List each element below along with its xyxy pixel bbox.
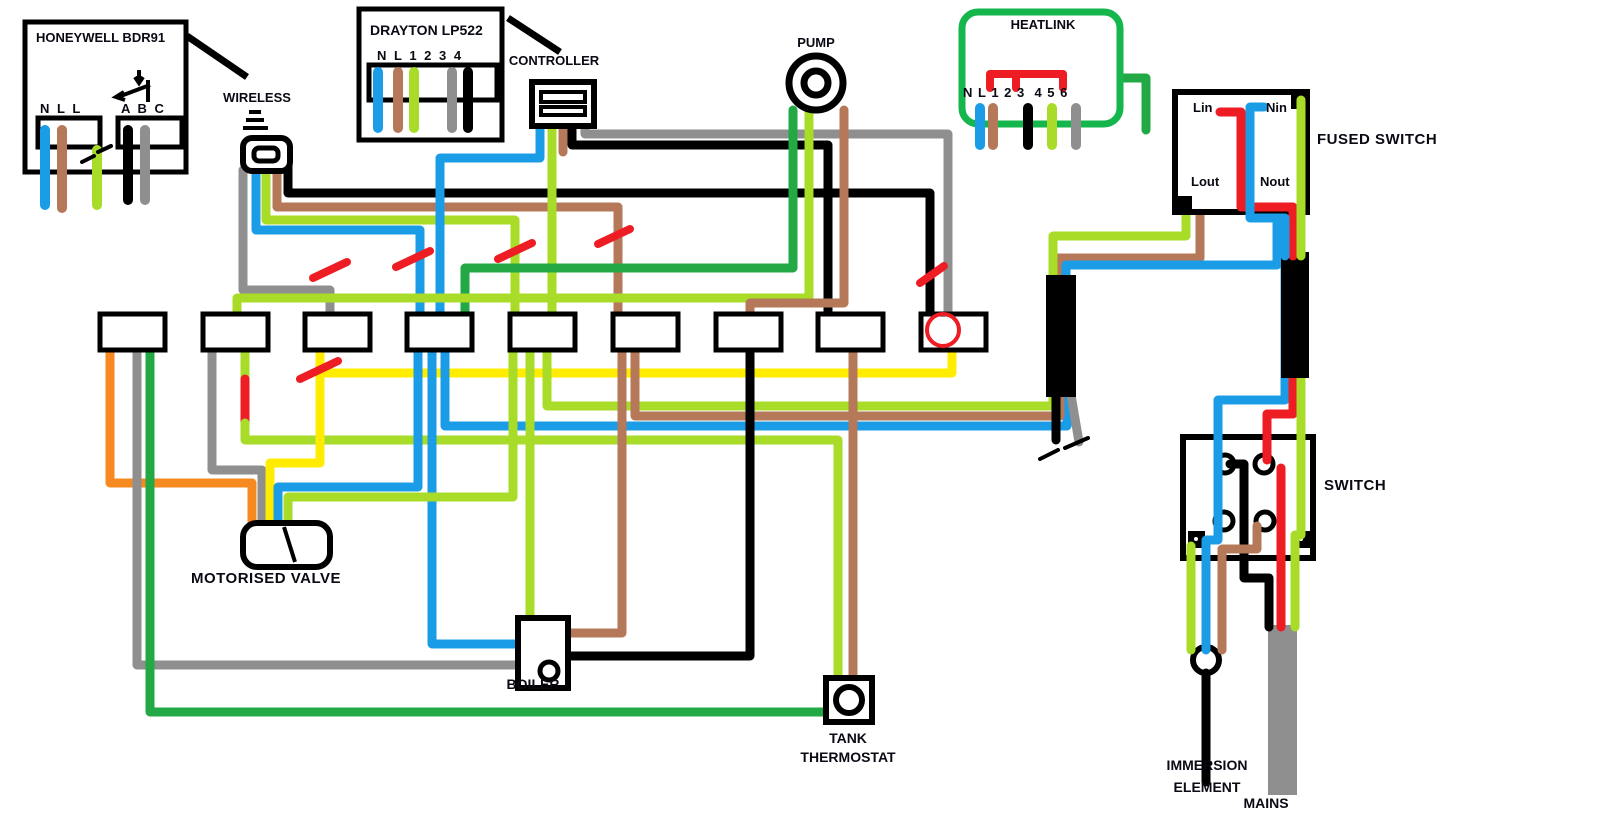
break-mark-honeywell-2	[96, 144, 113, 154]
wireless-blue-to-block4	[251, 165, 425, 327]
wireless-black-to-block9	[283, 161, 935, 327]
terminal-block-7	[713, 311, 784, 353]
cut-mark-5	[916, 262, 948, 287]
boiler-label: BOILER	[506, 676, 560, 692]
right-junction-bar	[1281, 252, 1309, 378]
block6-brown-to-boiler	[561, 337, 627, 638]
block7-black-to-boiler	[561, 337, 755, 661]
fused-lout-label: Lout	[1191, 174, 1220, 189]
fused-nout-label: Nout	[1260, 174, 1290, 189]
tank-thermostat-label-line2: THERMOSTAT	[800, 749, 896, 765]
fused-nin-blue	[1245, 102, 1290, 261]
motorised-valve-label: MOTORISED VALVE	[190, 570, 342, 587]
terminal-highlight	[925, 312, 961, 348]
fused-lin-red	[1215, 107, 1298, 261]
wireless-icon	[240, 110, 293, 174]
wires-back	[105, 73, 1306, 717]
block4-blue-to-boiler	[427, 337, 525, 649]
pump-earth-to-block2	[232, 105, 814, 327]
left-junction-bar	[1046, 275, 1076, 397]
tank-thermostat-label-line1: TANK	[829, 730, 867, 746]
heatlink-title: HEATLINK	[1010, 17, 1076, 32]
switch-label: SWITCH	[1324, 477, 1387, 494]
block2-grey-to-valve	[207, 337, 267, 535]
heatlink-red-jumper	[986, 70, 1067, 92]
cut-mark-3	[494, 239, 536, 263]
junction-grey-stub	[1066, 390, 1084, 447]
fused-corner-earth-to-junction	[1048, 208, 1191, 282]
immersion-label-line2: ELEMENT	[1173, 779, 1241, 795]
pump-icon	[785, 52, 847, 114]
cut-mark-6	[296, 357, 342, 383]
switch-earth-right-to-mains	[1290, 427, 1306, 632]
motorised-valve-icon	[240, 520, 333, 570]
block1-orange-to-valve	[105, 337, 257, 535]
terminal-strip	[97, 311, 989, 353]
immersion-label-line1: IMMERSION	[1166, 757, 1248, 773]
drayton-terminals: N L 1 2 3 4	[377, 48, 464, 63]
break-mark-junction-2	[1063, 436, 1090, 450]
rightbar-blue-to-switch	[1213, 250, 1290, 439]
block2-earth-bus-to-tankstat	[240, 418, 843, 685]
drayton-pointer-line	[506, 15, 562, 55]
honeywell-terminals-left: N L L	[40, 101, 83, 116]
terminal-block-1	[97, 311, 168, 353]
block1-green-to-tankstat	[145, 337, 833, 717]
controller-grey-to-block9	[580, 121, 953, 327]
terminal-block-4	[404, 311, 475, 353]
switch-black-to-mains	[1225, 459, 1274, 632]
mains-cable	[1268, 625, 1297, 795]
controller-blue-to-block4	[435, 121, 545, 327]
honeywell-title: HONEYWELL BDR91	[36, 30, 166, 45]
components	[22, 6, 1316, 795]
mains-label: MAINS	[1243, 795, 1289, 811]
block4-blue-bus-to-junction	[440, 337, 1072, 431]
pump-label: PUMP	[797, 35, 835, 50]
cut-mark-4	[594, 225, 634, 248]
block3-yellow-to-valve	[265, 337, 325, 535]
heatlink-terminals: N L 1 2 3 4 5 6	[963, 85, 1069, 100]
drayton-title: DRAYTON LP522	[370, 22, 483, 38]
terminal-block-2	[200, 311, 271, 353]
wires-front	[40, 67, 1306, 655]
heatlink-box	[958, 8, 1124, 128]
block4-blue-to-valve	[273, 337, 423, 535]
fused-switch-label: FUSED SWITCH	[1317, 131, 1438, 148]
wireless-label: WIRELESS	[223, 90, 291, 105]
controller-label: CONTROLLER	[508, 53, 600, 68]
switch-blue-in	[1201, 427, 1223, 655]
block5-earth-to-valve	[283, 337, 518, 535]
switch-brown-to-immersion	[1217, 521, 1262, 655]
fused-lin-label: Lin	[1193, 100, 1213, 115]
boiler-icon	[515, 615, 571, 691]
terminal-block-5	[507, 311, 578, 353]
heatlink-green-link	[1111, 73, 1151, 135]
honeywell-pointer-line	[185, 33, 249, 80]
relay-contact-icon	[111, 70, 151, 102]
fused-lout-brown-to-junction	[1053, 207, 1205, 282]
tank-thermostat-icon	[823, 675, 875, 725]
fused-nout-blue-to-junction	[1061, 187, 1282, 282]
terminal-block-8	[815, 311, 886, 353]
marks	[80, 144, 1090, 461]
break-mark-junction-1	[1038, 448, 1060, 461]
break-mark-honeywell-1	[80, 154, 96, 164]
honeywell-terminals-right: A B C	[121, 101, 166, 116]
terminal-block-6	[610, 311, 681, 353]
controller-icon	[529, 79, 597, 129]
drayton-terminal-block	[366, 62, 500, 103]
controller-black-to-block8	[567, 121, 833, 327]
cut-mark-1	[309, 258, 351, 282]
wireless-grey-to-block3	[238, 165, 335, 327]
fused-nin-label: Nin	[1266, 100, 1287, 115]
terminal-block-3	[302, 311, 373, 353]
cut-mark-2	[392, 247, 434, 271]
block1-grey-to-boiler	[132, 337, 525, 670]
